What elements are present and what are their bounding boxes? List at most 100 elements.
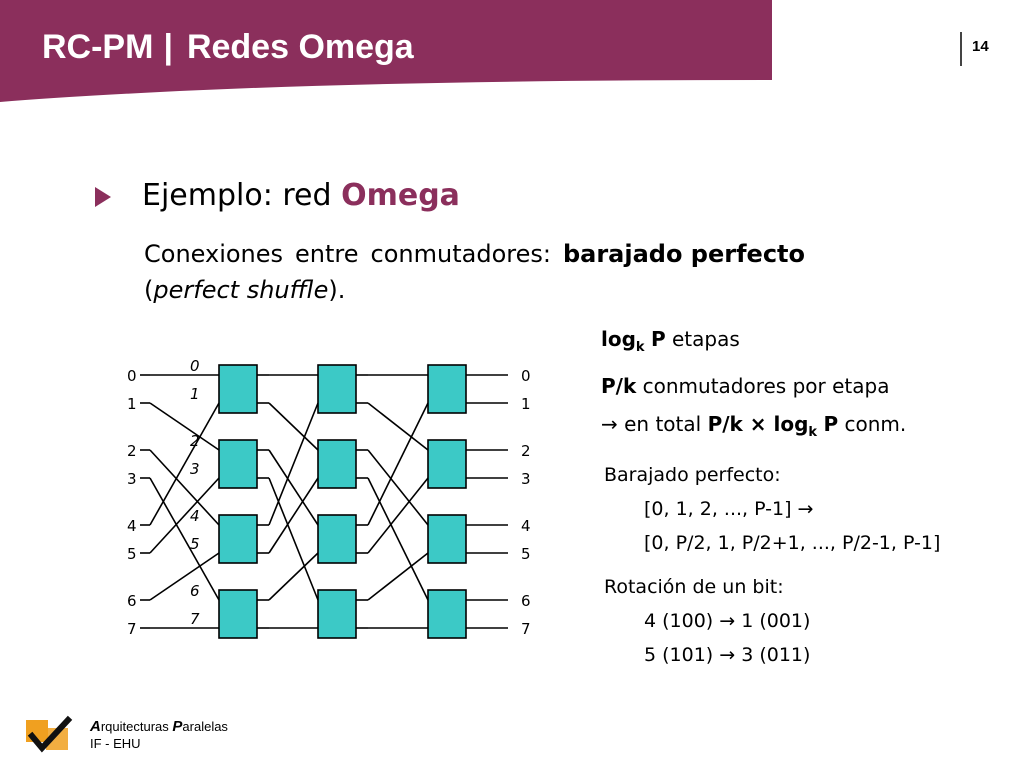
- input-label: 7: [127, 620, 137, 638]
- rotation-example-2: 5 (101) → 3 (011): [644, 644, 811, 666]
- rotation-example-1: 4 (100) → 1 (001): [644, 610, 811, 632]
- output-label: 5: [521, 545, 531, 563]
- log-text: log: [601, 327, 636, 351]
- footer-word-2: aralelas: [182, 719, 228, 734]
- output-label: 3: [521, 470, 531, 488]
- stages-info: logk P etapas P/k conmutadores por etapa…: [601, 320, 906, 452]
- shuffle-link: [149, 552, 220, 601]
- sub-word: entre: [295, 240, 359, 268]
- shuffle-link: [367, 477, 429, 601]
- switch-box: [317, 514, 357, 564]
- switch-box: [218, 514, 258, 564]
- output-label: 0: [521, 367, 531, 385]
- shuffle-seq-2: [0, P/2, 1, P/2+1, ..., P/2-1, P-1]: [644, 532, 941, 554]
- page-number-rule: [960, 32, 962, 66]
- connection-description: Conexiones entre conmutadores: barajado per…: [144, 236, 904, 308]
- switch-box: [317, 364, 357, 414]
- header-banner: [0, 0, 772, 102]
- switch-box: [427, 439, 467, 489]
- footer-text: Arquitecturas Paralelas IF - EHU: [90, 718, 228, 752]
- total-text: en total: [624, 412, 702, 436]
- shuffle-link: [268, 552, 319, 601]
- shuffle-link: [268, 449, 319, 526]
- shuffle-link: [367, 552, 429, 601]
- shuffle-link: [268, 477, 319, 601]
- shuffle-position-label: 0: [190, 357, 200, 375]
- total-p: P: [823, 412, 839, 436]
- rotation-title: Rotación de un bit:: [604, 576, 784, 598]
- slide-title: RC-PM| Redes Omega: [42, 28, 414, 67]
- footer-line-2: IF - EHU: [90, 736, 141, 751]
- output-label: 2: [521, 442, 531, 460]
- log-subscript: k: [635, 340, 645, 355]
- shuffle-seq-1: [0, 1, 2, ..., P-1] →: [644, 498, 814, 520]
- shuffle-link: [367, 402, 429, 526]
- shuffle-position-label: 5: [190, 535, 200, 553]
- input-label: 2: [127, 442, 137, 460]
- shuffle-link: [367, 402, 429, 451]
- input-label: 3: [127, 470, 137, 488]
- shuffle-link: [149, 402, 220, 526]
- stages-line-3: → en total P/k × logk P conm.: [601, 405, 906, 452]
- switch-box: [427, 589, 467, 639]
- footer-line-1: Arquitecturas Paralelas: [90, 718, 228, 735]
- switches-per-stage-text: conmutadores por etapa: [642, 374, 890, 398]
- shuffle-title: Barajado perfecto:: [604, 464, 781, 486]
- input-label: 4: [127, 517, 137, 535]
- total-subscript: k: [808, 425, 818, 440]
- input-label: 5: [127, 545, 137, 563]
- stages-line-2: P/k conmutadores por etapa: [601, 367, 906, 405]
- title-course: RC-PM: [42, 28, 154, 66]
- shuffle-link: [268, 477, 319, 554]
- shuffle-link: [149, 477, 220, 554]
- shuffle-link: [367, 477, 429, 554]
- sub-close-paren: ).: [328, 276, 346, 304]
- switch-box: [317, 439, 357, 489]
- heading-prefix: Ejemplo: red: [142, 178, 332, 213]
- title-separator: |: [163, 28, 173, 66]
- shuffle-link: [367, 449, 429, 526]
- footer-word-1: rquitecturas: [100, 719, 169, 734]
- total-unit: conm.: [844, 412, 907, 436]
- input-label: 0: [127, 367, 137, 385]
- pk-text: P/k: [601, 374, 637, 398]
- switch-box: [218, 439, 258, 489]
- shuffle-position-label: 1: [190, 385, 200, 403]
- shuffle-link: [149, 449, 220, 526]
- bullet-triangle-icon: [95, 187, 111, 207]
- shuffle-link: [268, 402, 319, 526]
- output-label: 4: [521, 517, 531, 535]
- title-topic: Redes Omega: [186, 28, 414, 66]
- switch-box: [218, 364, 258, 414]
- output-label: 1: [521, 395, 531, 413]
- total-formula: P/k × log: [707, 412, 809, 436]
- arrow-icon: →: [601, 412, 618, 436]
- sub-word: conmutadores:: [370, 240, 551, 268]
- university-logo: [26, 715, 73, 753]
- shuffle-link: [268, 402, 319, 451]
- switch-box: [427, 514, 467, 564]
- input-label: 6: [127, 592, 137, 610]
- heading-accent: Omega: [341, 178, 460, 213]
- output-label: 6: [521, 592, 531, 610]
- shuffle-definition: Barajado perfecto: [0, 1, 2, ..., P-1] →…: [604, 458, 940, 560]
- footer-cap-a: A: [90, 718, 101, 735]
- sub-italic: perfect shuffle: [153, 276, 329, 304]
- input-label: 1: [127, 395, 137, 413]
- section-heading: Ejemplo: red Omega: [142, 178, 460, 213]
- shuffle-link: [149, 402, 220, 451]
- stages-text: etapas: [671, 327, 740, 351]
- shuffle-position-label: 7: [190, 610, 200, 628]
- p-text: P: [650, 327, 666, 351]
- shuffle-position-label: 6: [190, 582, 200, 600]
- rotation-definition: Rotación de un bit: 4 (100) → 1 (001) 5 …: [604, 570, 810, 672]
- page-number: 14: [972, 38, 989, 55]
- sub-bold: barajado perfecto: [562, 240, 806, 268]
- switch-box: [218, 589, 258, 639]
- footer-cap-p: P: [172, 718, 183, 735]
- output-label: 7: [521, 620, 531, 638]
- sub-word: Conexiones: [144, 240, 284, 268]
- sub-open-paren: (: [144, 276, 154, 304]
- shuffle-position-label: 4: [190, 507, 200, 525]
